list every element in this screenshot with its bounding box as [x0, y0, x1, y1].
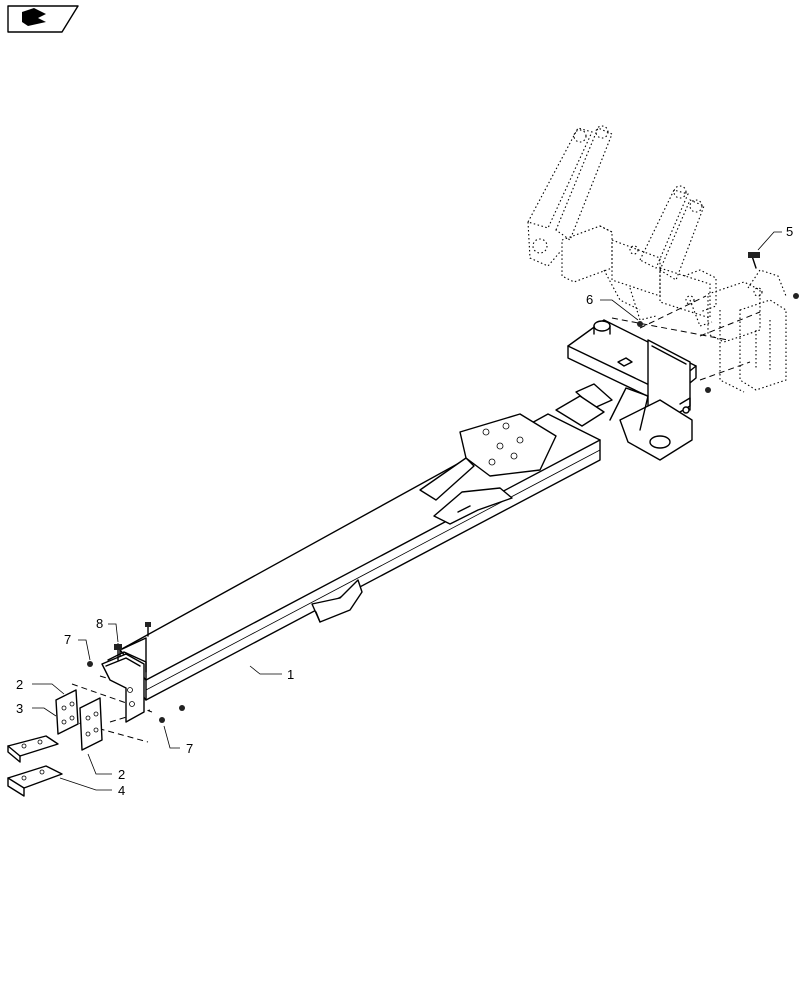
- phantom-hitch-assembly: [527, 125, 787, 393]
- part-number-2-right: 2: [118, 767, 125, 782]
- mounting-plate: [419, 413, 557, 525]
- part-number-8: 8: [96, 616, 103, 631]
- hitch-hardware: [637, 252, 799, 393]
- beam-bracket: [311, 579, 363, 623]
- part-number-1: 1: [287, 667, 294, 682]
- book-arrow-icon[interactable]: [7, 5, 79, 33]
- part-number-7-top: 7: [64, 632, 71, 647]
- part-labels: 1 2 3 2 4 7 7 8 5 6: [16, 224, 793, 798]
- part-number-6: 6: [586, 292, 593, 307]
- part-number-2-left: 2: [16, 677, 23, 692]
- part-number-5: 5: [786, 224, 793, 239]
- part-number-3: 3: [16, 701, 23, 716]
- part-number-7-bottom: 7: [186, 741, 193, 756]
- hitch-mount: [555, 319, 697, 461]
- leader-lines: [32, 231, 782, 791]
- part-number-4: 4: [118, 783, 125, 798]
- end-hardware: [7, 622, 185, 797]
